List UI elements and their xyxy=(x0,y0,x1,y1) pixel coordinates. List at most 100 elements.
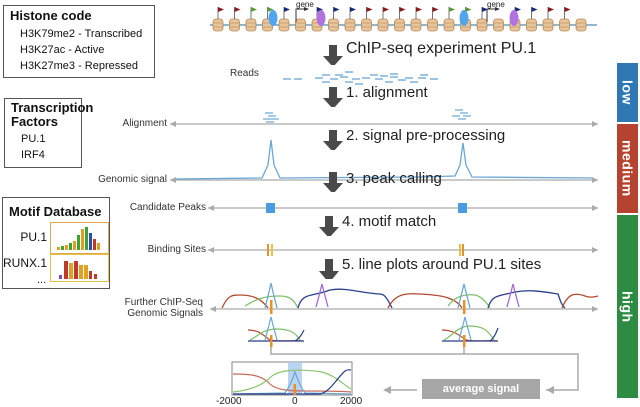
further-signals-label-line1: Further ChIP-Seq xyxy=(124,297,203,308)
motif-item-pu1: PU.1 xyxy=(20,230,47,244)
histone-mark-flag-icon xyxy=(267,7,274,12)
tf-item: IRF4 xyxy=(21,149,45,161)
histone-mark-flag-icon xyxy=(449,7,455,12)
transcription-factor-blob xyxy=(509,10,519,26)
histone-mark-flag-icon xyxy=(465,7,472,12)
nucleosome xyxy=(526,7,538,32)
histone-mark-flag-icon xyxy=(251,7,257,12)
histone-item: H3K79me2 - Transcribed xyxy=(20,28,143,40)
average-signal-button[interactable]: average signal xyxy=(422,379,540,399)
histone-code-title: Histone code xyxy=(10,8,92,23)
connector-lines xyxy=(270,347,579,394)
nucleosome xyxy=(361,7,373,32)
band-label: medium xyxy=(619,140,636,197)
tf-title-line2: Factors xyxy=(11,114,58,129)
gene-start-arrow-icon xyxy=(486,8,497,22)
histone-mark-flag-icon xyxy=(366,7,373,12)
candidate-peaks-track xyxy=(208,203,598,213)
binding-sites-label: Binding Sites xyxy=(147,244,206,255)
gene-start-arrow-icon xyxy=(495,7,500,11)
nucleosome xyxy=(344,7,356,32)
band-label: high xyxy=(619,290,636,323)
histone-mark-flag-icon xyxy=(317,7,323,12)
step-peak-calling-label: 3. peak calling xyxy=(346,170,442,187)
motif-database-box: Motif Database PU.1 RUNX.1 ... xyxy=(2,197,110,289)
binding-site-marker xyxy=(271,244,273,256)
nucleosome xyxy=(559,7,571,32)
nucleosome-row xyxy=(212,7,587,32)
histone-mark-flag-icon xyxy=(383,7,389,12)
nucleosome xyxy=(295,18,306,32)
further-signals-label-line2: Genomic Signals xyxy=(127,308,203,319)
histone-mark-flag-icon xyxy=(218,7,224,12)
nucleosome xyxy=(394,7,406,32)
reads-fragments xyxy=(283,71,438,85)
band-label: low xyxy=(619,80,636,105)
gene-label: gene xyxy=(296,0,314,9)
peak-marker xyxy=(266,203,275,213)
further-signals-track xyxy=(210,282,599,314)
binding-site-marker xyxy=(270,300,273,314)
genomic-signal-label: Genomic signal xyxy=(98,174,167,185)
step-motif-match-label: 4. motif match xyxy=(342,213,437,230)
motif-logo-runx1 xyxy=(50,254,109,282)
complexity-band-low: low xyxy=(617,63,638,122)
nucleosome xyxy=(229,7,241,32)
nucleosome xyxy=(410,7,422,32)
nucleosome xyxy=(212,7,224,32)
nucleosome xyxy=(245,7,257,32)
nucleosome xyxy=(575,18,587,32)
motif-more: ... xyxy=(37,274,47,286)
binding-site-marker xyxy=(459,244,461,256)
x-tick-label: 2000 xyxy=(340,396,363,407)
histone-code-box: Histone code H3K79me2 - Transcribed H3K2… xyxy=(3,5,155,78)
histone-item: H3K27me3 - Repressed xyxy=(20,60,139,72)
step-preprocessing-label: 2. signal pre-processing xyxy=(346,127,506,144)
histone-mark-flag-icon xyxy=(234,7,241,12)
complexity-band-medium: medium xyxy=(617,124,638,213)
transcription-factor-blob xyxy=(459,10,469,26)
step-alignment-label: 1. alignment xyxy=(346,84,428,101)
histone-mark-flag-icon xyxy=(399,7,406,12)
x-tick-label: -2000 xyxy=(216,396,242,407)
histone-mark-flag-icon xyxy=(432,7,439,12)
histone-mark-flag-icon xyxy=(564,7,571,12)
motif-logo-pu1 xyxy=(50,222,109,254)
nucleosome xyxy=(493,18,504,32)
down-arrow-icon xyxy=(319,216,339,236)
histone-mark-flag-icon xyxy=(482,7,488,12)
site-snippet-1 xyxy=(247,316,305,347)
binding-site-marker xyxy=(463,300,466,314)
gene-label: gene xyxy=(487,0,505,9)
histone-mark-flag-icon xyxy=(416,7,422,12)
down-arrow-icon xyxy=(319,259,339,279)
step-chipseq-label: ChIP-seq experiment PU.1 xyxy=(346,40,537,57)
motif-item-runx1: RUNX.1 xyxy=(2,256,47,270)
histone-mark-flag-icon xyxy=(284,7,290,12)
genomic-signal-track xyxy=(170,139,598,183)
histone-item: H3K27ac - Active xyxy=(20,44,105,56)
binding-site-marker xyxy=(462,244,464,256)
transcription-factor-blob xyxy=(316,10,326,26)
down-arrow-icon xyxy=(323,172,343,192)
x-tick-label: 0 xyxy=(292,396,298,407)
tf-title-line1: Transcription xyxy=(11,100,94,115)
nucleosome xyxy=(278,7,290,32)
peak-marker xyxy=(458,203,467,213)
binding-sites-track xyxy=(208,244,598,256)
nucleosome xyxy=(427,7,439,32)
site-snippet-2 xyxy=(441,316,499,347)
down-arrow-icon xyxy=(323,130,343,150)
down-arrow-icon xyxy=(323,87,343,107)
nucleosome xyxy=(542,7,554,32)
histone-mark-flag-icon xyxy=(515,7,521,12)
reads-label: Reads xyxy=(230,68,259,79)
sequence-logo-icon xyxy=(57,227,100,250)
histone-mark-flag-icon xyxy=(333,7,340,12)
motif-database-title: Motif Database xyxy=(9,204,102,219)
signal-line xyxy=(175,139,593,180)
transcription-factors-box: Transcription Factors PU.1 IRF4 xyxy=(4,98,94,168)
alignment-track xyxy=(170,109,598,127)
complexity-band-high: high xyxy=(617,215,638,398)
